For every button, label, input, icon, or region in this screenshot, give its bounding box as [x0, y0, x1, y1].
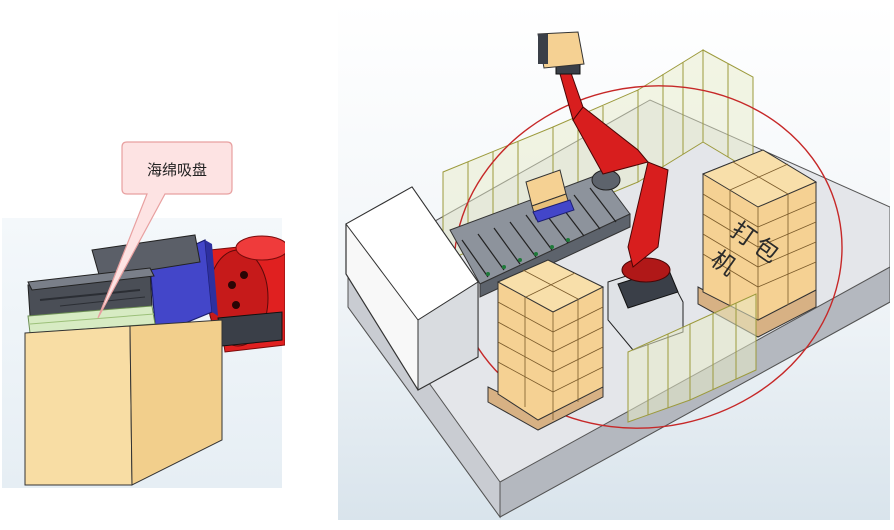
carton-box [24, 319, 223, 486]
gripper-detail-view: 海绵吸盘 [0, 0, 285, 530]
robot-wrist [207, 235, 285, 353]
packing-machine [345, 186, 479, 391]
left-pallet-stack [487, 259, 605, 431]
safety-fence-front [627, 293, 757, 423]
right-pallet-stack [697, 149, 818, 338]
conveyor-carton [525, 169, 575, 223]
callout-bubble [97, 141, 233, 319]
gripper-detail-drawing [24, 141, 285, 486]
palletizing-cell-view: 打包机 [338, 2, 890, 520]
palletizing-cell-drawing [345, 31, 890, 519]
callout-label: 海绵吸盘 [146, 161, 207, 179]
palletizing-robot [537, 31, 684, 351]
